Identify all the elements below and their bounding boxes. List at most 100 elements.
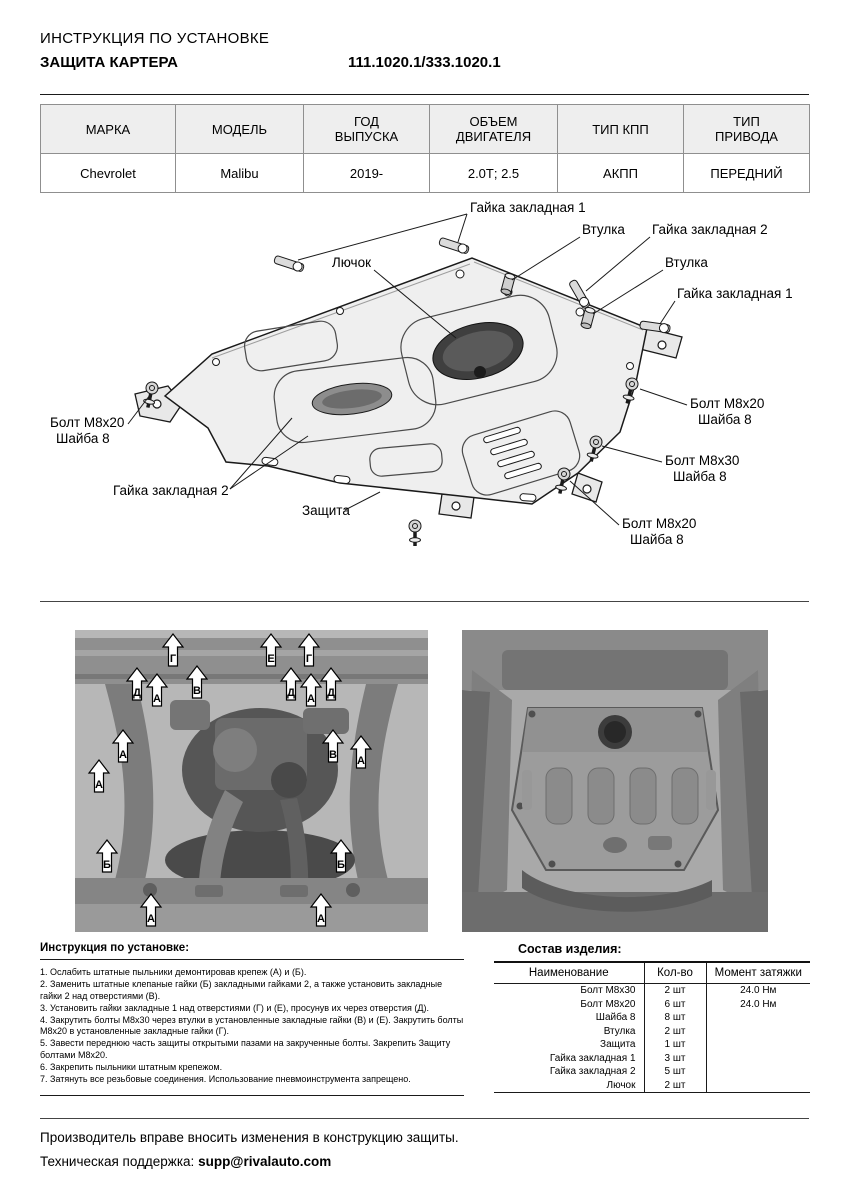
marker-letter: Д [287,687,295,699]
vent-slots [483,426,542,480]
spec-header-year: ГОД ВЫПУСКА [303,104,430,154]
label-washer-bottom: Шайба 8 [630,532,684,547]
part-qty: 2 шт [643,1078,707,1093]
instruction-item: 4. Закрутить болты М8х30 через втулки в … [40,1014,464,1037]
parts-header-torque: Момент затяжки [706,963,810,984]
parts-row: Гайка закладная 1 3 шт [494,1051,810,1066]
part-name: Болт М8х30 [580,985,636,996]
marker-letter: В [329,749,337,761]
marker-letter: А [95,779,103,791]
spec-value-year: 2019- [303,153,430,193]
instructions-list: 1. Ослабить штатные пыльники демонтирова… [40,960,464,1096]
part-name: Гайка закладная 1 [549,1052,636,1064]
label-hatch: Лючок [332,255,371,270]
label-bushing-top: Втулка [582,222,625,237]
plate-rib-contours [243,294,581,496]
part-name: Лючок [606,1079,636,1091]
marker-letter: В [193,685,201,697]
spec-header-drive: ТИП ПРИВОДА [683,104,810,154]
underbody-photo-art [75,630,428,932]
header-divider [40,94,809,95]
photo-markers: Г Е Г Д А В Д А Д А В А А Б Б А А [87,633,373,927]
part-name: Защита [600,1039,636,1050]
photo-underbody-markers: Г Е Г Д А В Д А Д А В А А Б Б А А [75,630,428,932]
part-qty: 1 шт [643,1038,707,1052]
spec-value-gearbox: АКПП [557,153,684,193]
spec-header-gearbox: ТИП КПП [557,104,684,154]
bolt-icons [143,377,639,546]
parts-row: Шайба 8 8 шт [494,1011,810,1025]
marker-letter: А [147,913,155,925]
instruction-item: 3. Установить гайки закладные 1 над отве… [40,1002,429,1013]
label-bolt-m8x30: Болт М8х30 [665,453,739,468]
marker-letter: А [317,913,325,925]
support-email: supp@rivalauto.com [198,1154,332,1169]
spec-value-engine: 2.0Т; 2.5 [429,153,558,193]
document-title: ИНСТРУКЦИЯ ПО УСТАНОВКЕ [40,30,270,47]
header: ИНСТРУКЦИЯ ПО УСТАНОВКЕ ЗАЩИТА КАРТЕРА 1… [40,30,809,71]
spec-value-model: Malibu [175,153,304,193]
marker-letter: Д [327,687,335,699]
marker-letter: Д [133,687,141,699]
spec-header-engine: ОБЪЕМ ДВИГАТЕЛЯ [429,104,558,154]
label-bolt-m8x20-left: Болт М8х20 [50,415,124,430]
label-bolt-m8x20-right: Болт М8х20 [690,396,764,411]
spec-value-drive: ПЕРЕДНИЙ [683,153,810,193]
part-name: Болт М8х20 [580,998,636,1010]
label-skid-plate: Защита [302,503,350,518]
part-torque [706,1079,810,1093]
label-washer-m8x30: Шайба 8 [673,469,727,484]
part-qty: 3 шт [643,1051,707,1065]
label-weld-nut-2-top: Гайка закладная 2 [652,222,768,237]
part-torque [706,1011,810,1025]
hatch-lyuchok-oval [432,322,524,380]
footer: Производитель вправе вносить изменения в… [40,1130,459,1169]
support-label: Техническая поддержка: [40,1154,195,1169]
installed-photo-art [462,630,768,932]
part-qty: 5 шт [643,1065,707,1079]
label-weld-nut-1-right: Гайка закладная 1 [677,286,793,301]
part-torque [706,1025,810,1039]
instruction-item: 2. Заменить штатные клепаные гайки (Б) з… [40,978,443,1001]
instruction-item: 6. Закрепить пыльники штатным крепежом. [40,1062,223,1072]
exploded-diagram: Гайка закладная 1 Втулка Гайка закладная… [50,200,793,547]
marker-letter: А [119,749,127,761]
part-torque [706,1052,810,1066]
part-name: Шайба 8 [595,1012,636,1023]
part-name: Гайка закладная 2 [549,1066,636,1077]
label-washer-right: Шайба 8 [698,412,752,427]
installation-instructions: Инструкция по установке: 1. Ослабить шта… [40,942,464,1096]
manufacturer-note: Производитель вправе вносить изменения в… [40,1130,459,1145]
parts-row: Защита 1 шт [494,1038,810,1052]
spec-table: МАРКА МОДЕЛЬ ГОД ВЫПУСКА ОБЪЕМ ДВИГАТЕЛЯ… [40,104,810,193]
parts-list: Состав изделия: Наименование Кол-во Моме… [494,942,810,1093]
parts-header-name: Наименование [494,963,644,984]
leader-lines [127,213,688,526]
spec-value-row: Chevrolet Malibu 2019- 2.0Т; 2.5 АКПП ПЕ… [40,153,810,193]
part-torque: 24.0 Нм [740,998,777,1010]
weld-nut-icons [273,237,671,334]
product-title: ЗАЩИТА КАРТЕРА [40,54,178,71]
marker-letter: Г [170,653,177,665]
footer-divider [40,1118,809,1119]
part-qty: 2 шт [643,983,707,998]
parts-row: Лючок 2 шт [494,1078,810,1093]
marker-letter: Б [103,859,111,871]
photo-installed-plate [462,630,768,932]
marker-letter: Б [337,859,345,871]
label-washer-left: Шайба 8 [56,431,110,446]
part-torque [706,1038,810,1052]
spec-header-model: МОДЕЛЬ [175,104,304,154]
part-qty: 2 шт [643,1024,707,1038]
parts-table: Наименование Кол-во Момент затяжки Болт … [494,963,810,1093]
left-hatch-oval [311,382,393,416]
parts-header-row: Наименование Кол-во Момент затяжки [494,963,810,984]
part-qty: 8 шт [643,1011,707,1025]
parts-header-qty: Кол-во [643,963,707,984]
instruction-item: 7. Затянуть все резьбовые соединения. Ис… [40,1073,411,1084]
spec-header-row: МАРКА МОДЕЛЬ ГОД ВЫПУСКА ОБЪЕМ ДВИГАТЕЛЯ… [40,104,810,154]
